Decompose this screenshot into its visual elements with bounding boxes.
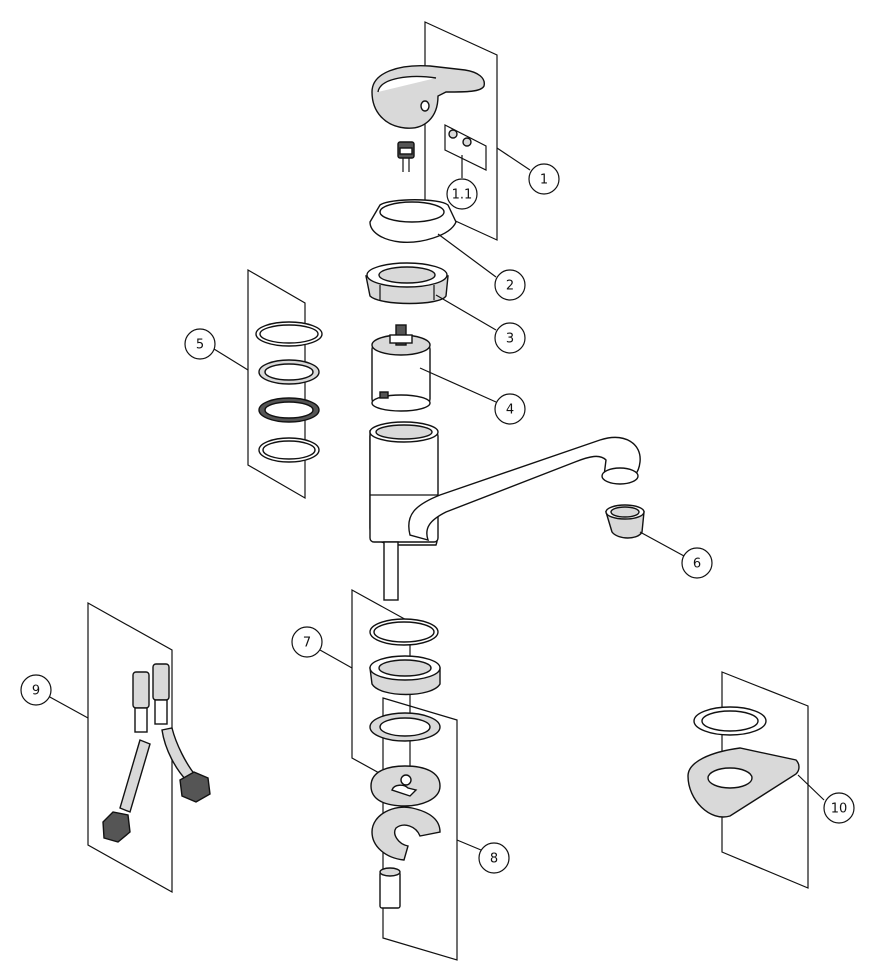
- cover-cap: 2: [369, 199, 526, 301]
- callout-label-3: 3: [506, 332, 514, 347]
- callout-bubble-10: [823, 792, 855, 824]
- part-group-8: 8: [369, 697, 510, 961]
- group-9-bracket: [87, 601, 173, 894]
- callout-label-4: 4: [506, 403, 514, 418]
- supply-hose-right: [152, 663, 211, 803]
- cartridge: 4: [371, 324, 526, 425]
- part-group-9: 9: [20, 601, 211, 894]
- supply-hose-left: [102, 671, 151, 843]
- callout-bubble-5: [184, 328, 216, 360]
- threaded-sleeve: [379, 871, 401, 909]
- set-screw-b: [462, 137, 472, 147]
- callout-bubble-2: [494, 269, 526, 301]
- callout-label-1: 1: [540, 173, 548, 188]
- group-8-bracket: [382, 697, 458, 961]
- tap-body: [369, 421, 641, 601]
- callout-bubble-3: [494, 322, 526, 354]
- callout-bubble-6: [681, 547, 713, 579]
- cartridge-nut: 3: [365, 262, 526, 354]
- part-group-7: 7: [291, 588, 441, 792]
- group-1-1-bracket: [444, 124, 487, 171]
- part-group-1: 1.1 1: [371, 21, 560, 241]
- callout-label-2: 2: [506, 279, 514, 294]
- set-screw-a: [448, 129, 458, 139]
- callout-label-1-1: 1.1: [452, 188, 473, 203]
- aerator: 6: [605, 504, 713, 579]
- callout-bubble-8: [478, 842, 510, 874]
- callout-bubble-9: [20, 674, 52, 706]
- callout-label-7: 7: [303, 636, 311, 651]
- group-5-bracket: [247, 268, 306, 500]
- handle-adapter: [397, 141, 415, 172]
- callout-bubble-1: [528, 163, 560, 195]
- callout-bubble-7: [291, 626, 323, 658]
- callout-bubble-1-1: [446, 178, 478, 210]
- group-1-bracket: [424, 21, 498, 241]
- callout-bubble-4: [494, 393, 526, 425]
- callout-label-8: 8: [490, 852, 498, 867]
- callout-label-5: 5: [196, 338, 204, 353]
- part-group-5: 5: [184, 268, 323, 500]
- part-group-10: 10: [687, 671, 855, 889]
- callout-label-10: 10: [831, 802, 848, 817]
- horseshoe-clamp: [371, 806, 441, 861]
- callout-label-6: 6: [693, 557, 701, 572]
- handle-lever: [371, 65, 485, 129]
- callout-label-9: 9: [32, 684, 40, 699]
